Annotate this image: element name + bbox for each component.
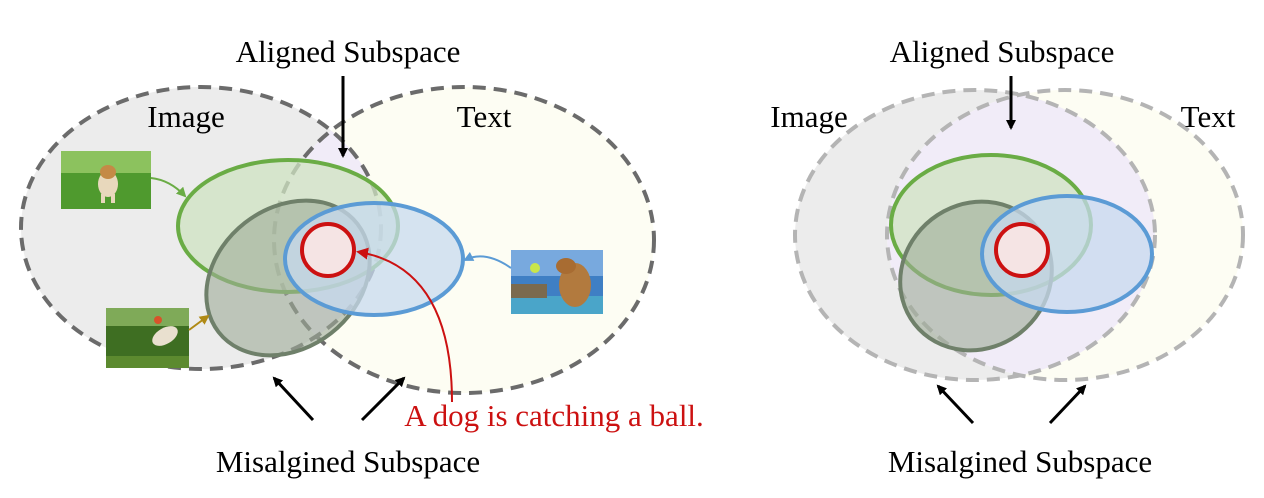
dog-jumping-photo	[106, 308, 189, 368]
aligned-subspace-label: Aligned Subspace	[890, 34, 1115, 69]
text-region-outline	[272, 85, 656, 395]
right-panel: Aligned Subspace Image Text Misalgined S…	[770, 34, 1245, 479]
caption-arrow	[356, 247, 453, 403]
aligned-subspace-label: Aligned Subspace	[236, 34, 461, 69]
red-target-circle	[300, 222, 356, 278]
blue-photo-arrow	[463, 251, 512, 269]
misaligned-subspace-label: Misalgined Subspace	[216, 444, 480, 479]
text-region-outline	[885, 88, 1245, 382]
text-label: Text	[1181, 99, 1236, 134]
image-label: Image	[147, 99, 224, 134]
image-region-outline	[793, 88, 1157, 382]
text-label: Text	[457, 99, 512, 134]
image-label: Image	[770, 99, 847, 134]
left-panel: Aligned Subspace Image Text A dog is cat…	[19, 34, 704, 479]
misaligned-pointer-arrow-right	[360, 376, 406, 422]
gold-photo-arrow	[188, 314, 210, 331]
misaligned-pointer-arrow-left	[272, 376, 315, 422]
misaligned-pointer-arrow-left	[936, 384, 975, 425]
misaligned-subspace-label: Misalgined Subspace	[888, 444, 1152, 479]
dog-running-photo	[61, 151, 151, 209]
red-target-circle	[994, 222, 1050, 278]
dog-catching-ball-photo	[511, 250, 603, 314]
caption-text: A dog is catching a ball.	[404, 398, 704, 433]
misaligned-pointer-arrow-right	[1048, 384, 1087, 425]
green-photo-arrow	[150, 177, 187, 198]
